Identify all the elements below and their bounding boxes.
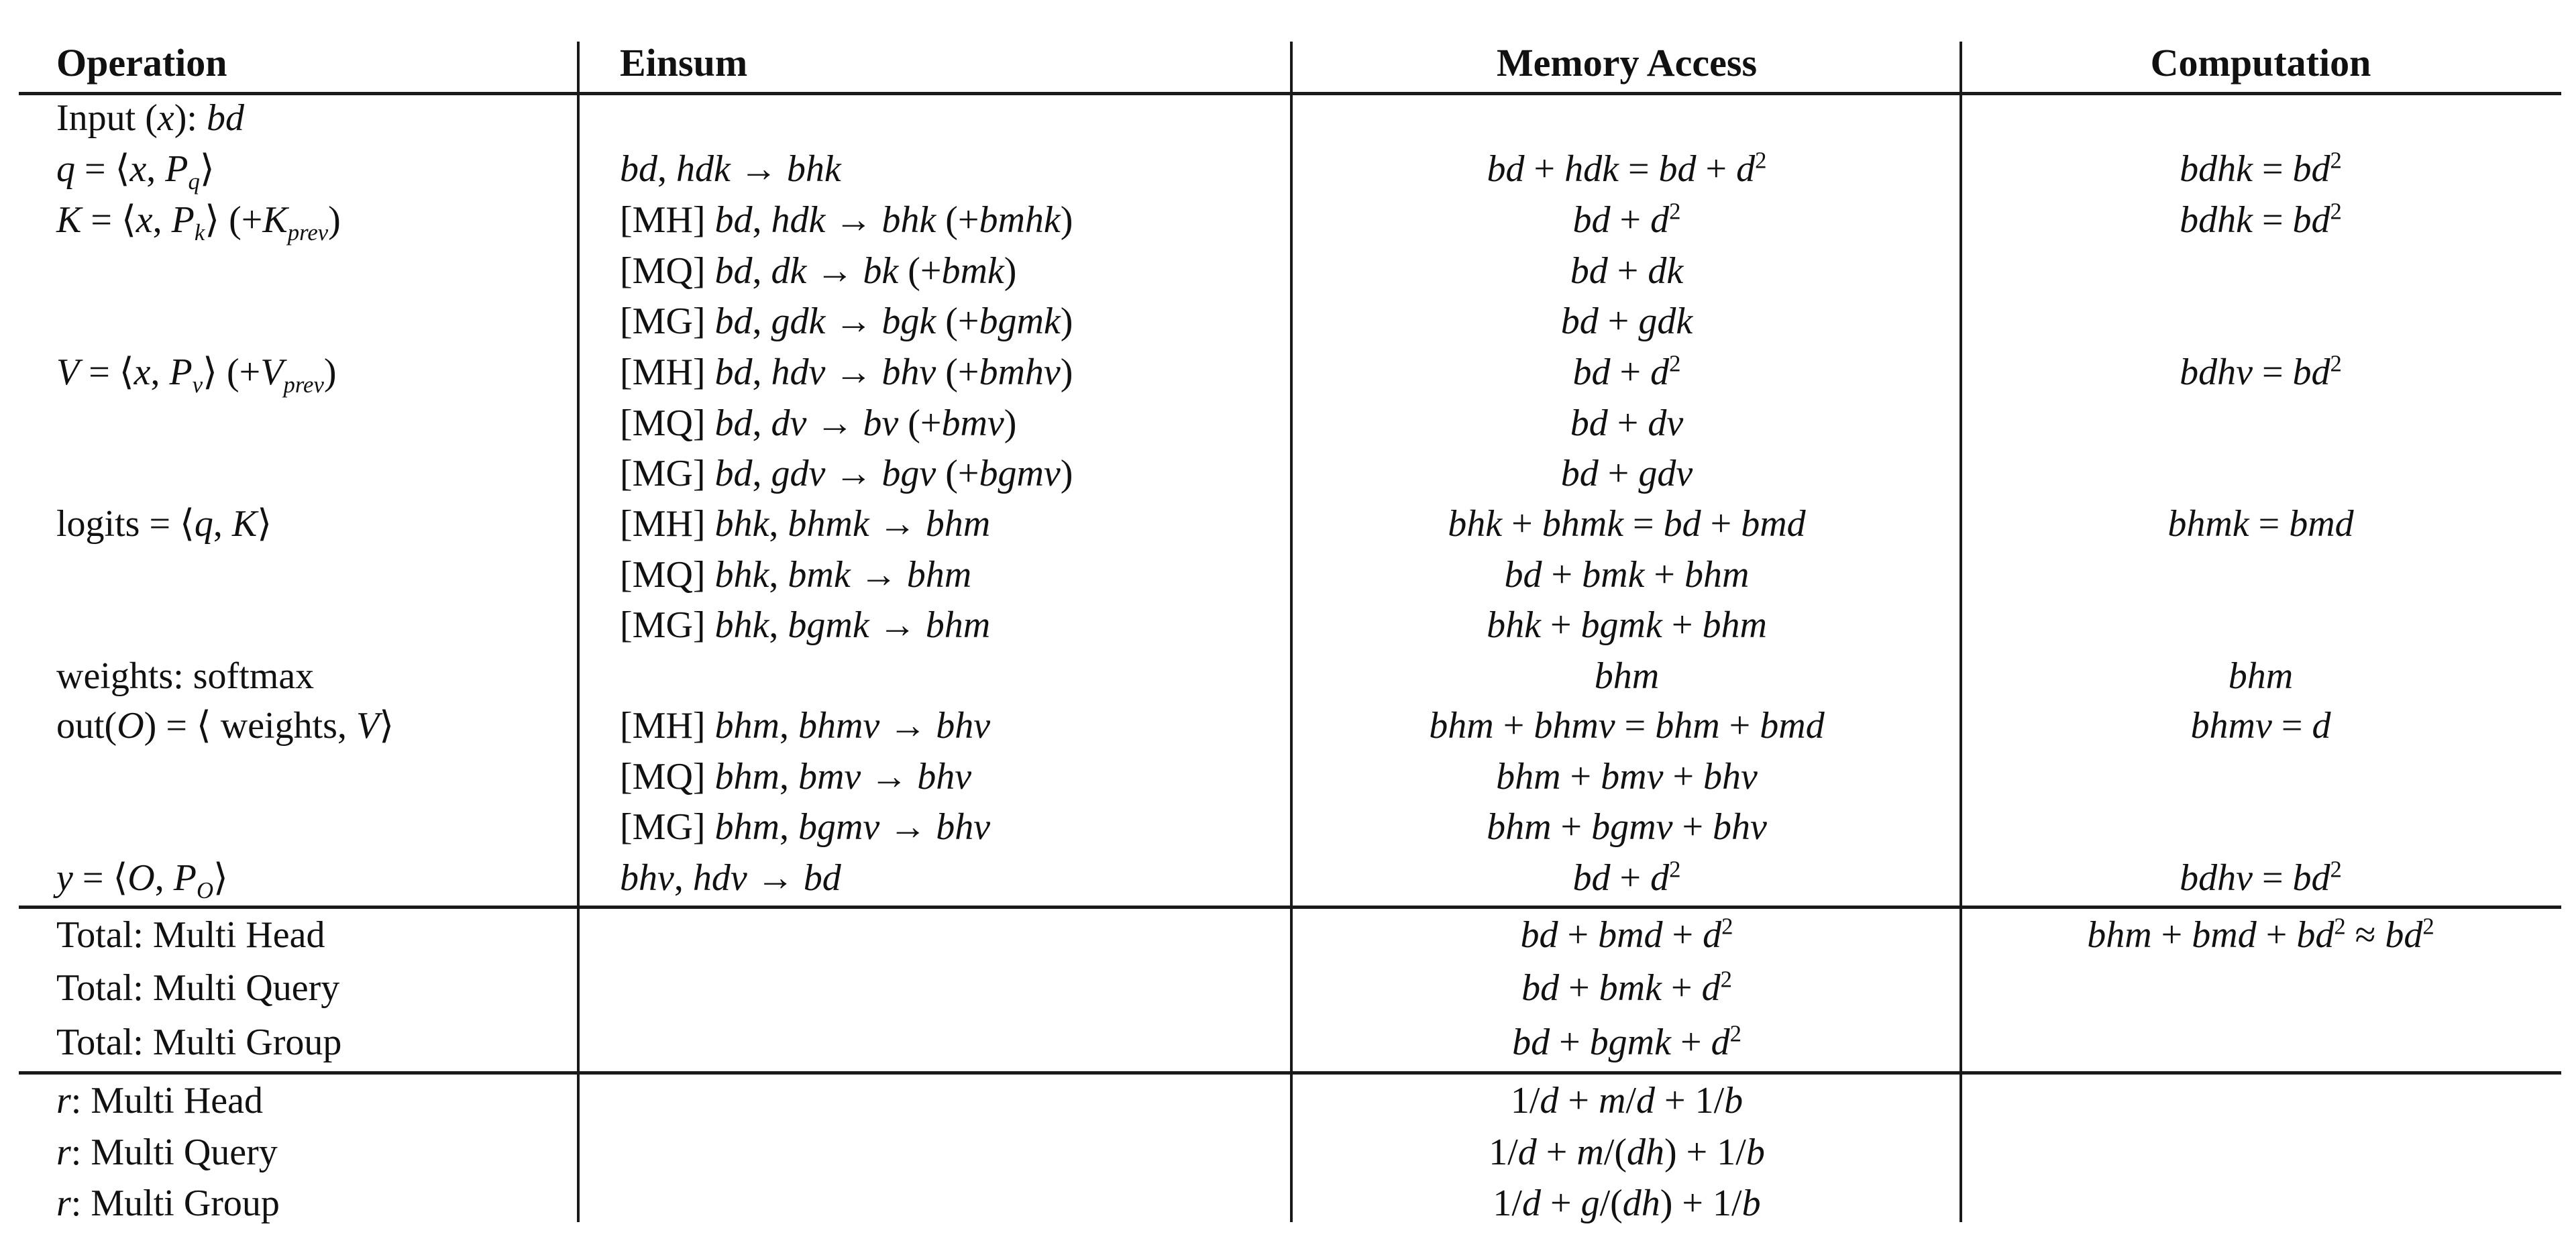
memory-access-cell: bd + gdv [1560,453,1693,494]
operation-cell: Input (x): bd [56,97,244,139]
operation-cell: r: Multi Head [56,1080,263,1121]
memory-access-cell: 1/d + g/(dh) + 1/b [1493,1183,1761,1224]
memory-access-cell: 1/d + m/d + 1/b [1510,1080,1743,1121]
computation-cell: bhmk = bmd [2167,503,2354,545]
memory-access-cell: bhm + bmv + bhv [1496,756,1758,798]
einsum-cell: [MG] bhm, bgmv → bhv [620,806,991,848]
memory-access-cell: bd + hdk = bd + d2 [1487,147,1767,190]
einsum-cell: [MQ] bd, dk → bk (+bmk) [620,250,1017,292]
memory-access-cell: bd + gdk [1560,300,1693,342]
memory-access-cell: bhk + bhmk = bd + bmd [1448,503,1806,545]
einsum-cell: [MH] bd, hdk → bhk (+bmhk) [620,199,1073,241]
operation-cell: Total: Multi Head [56,914,325,956]
memory-access-cell: bhm + bgmv + bhv [1487,806,1767,848]
header-computation: Computation [2150,41,2371,85]
operation-cell: K = ⟨x, Pk⟩ (+Kprev) [56,199,341,246]
column-divider-1 [577,42,580,1222]
memory-access-cell: bd + bgmk + d2 [1512,1020,1741,1063]
computation-cell: bdhk = bd2 [2180,147,2342,190]
einsum-cell: [MQ] bd, dv → bv (+bmv) [620,402,1017,444]
operation-cell: logits = ⟨q, K⟩ [56,503,272,545]
column-divider-3 [1960,42,1962,1222]
operation-cell: y = ⟨O, PO⟩ [56,857,228,904]
operation-cell: V = ⟨x, Pv⟩ (+Vprev) [56,351,337,398]
operation-cell: weights: softmax [56,655,315,697]
memory-access-cell: bhk + bgmk + bhm [1487,604,1767,646]
einsum-cell: [MG] bhk, bgmk → bhm [620,604,991,646]
memory-access-cell: bd + bmk + bhm [1504,554,1750,596]
einsum-cell: bhv, hdv → bd [620,857,841,899]
einsum-cell: [MH] bhk, bhmk → bhm [620,503,991,545]
operation-cell: r: Multi Group [56,1183,280,1224]
memory-access-cell: bd + d2 [1572,856,1681,899]
computation-cell: bhm [2228,655,2294,697]
header-operation: Operation [56,41,227,85]
column-divider-2 [1290,42,1293,1222]
einsum-cell: bd, hdk → bhk [620,148,841,190]
computation-cell: bhm + bmd + bd2 ≈ bd2 [2087,913,2434,956]
einsum-cell: [MH] bhm, bhmv → bhv [620,705,991,747]
operation-cell: out(O) = ⟨ weights, V⟩ [56,705,394,747]
memory-access-cell: bd + dk [1570,250,1684,292]
computation-cell: bdhv = bd2 [2180,350,2342,393]
memory-access-cell: bd + d2 [1572,198,1681,241]
header-memory-access: Memory Access [1496,41,1758,85]
operation-cell: r: Multi Query [56,1132,278,1173]
einsum-cell: [MQ] bhm, bmv → bhv [620,756,972,798]
memory-access-cell: bd + d2 [1572,350,1681,393]
operation-cell: Total: Multi Query [56,967,340,1009]
computation-cell: bhmv = d [2190,705,2331,747]
header-einsum: Einsum [620,41,748,85]
einsum-cell: [MQ] bhk, bmk → bhm [620,554,972,596]
memory-access-cell: bhm + bhmv = bhm + bmd [1429,705,1825,747]
memory-access-cell: bhm [1594,655,1660,697]
operation-cell: q = ⟨x, Pq⟩ [56,148,215,195]
einsum-cell: [MH] bd, hdv → bhv (+bmhv) [620,351,1073,393]
memory-access-cell: 1/d + m/(dh) + 1/b [1489,1132,1765,1173]
memory-access-cell: bd + bmd + d2 [1520,913,1733,956]
computation-cell: bdhk = bd2 [2180,198,2342,241]
einsum-cell: [MG] bd, gdk → bgk (+bgmk) [620,300,1073,342]
memory-access-cell: bd + bmk + d2 [1521,966,1732,1009]
memory-access-cell: bd + dv [1570,402,1684,444]
einsum-cell: [MG] bd, gdv → bgv (+bgmv) [620,453,1073,494]
operation-cell: Total: Multi Group [56,1022,342,1063]
computation-cell: bdhv = bd2 [2180,856,2342,899]
